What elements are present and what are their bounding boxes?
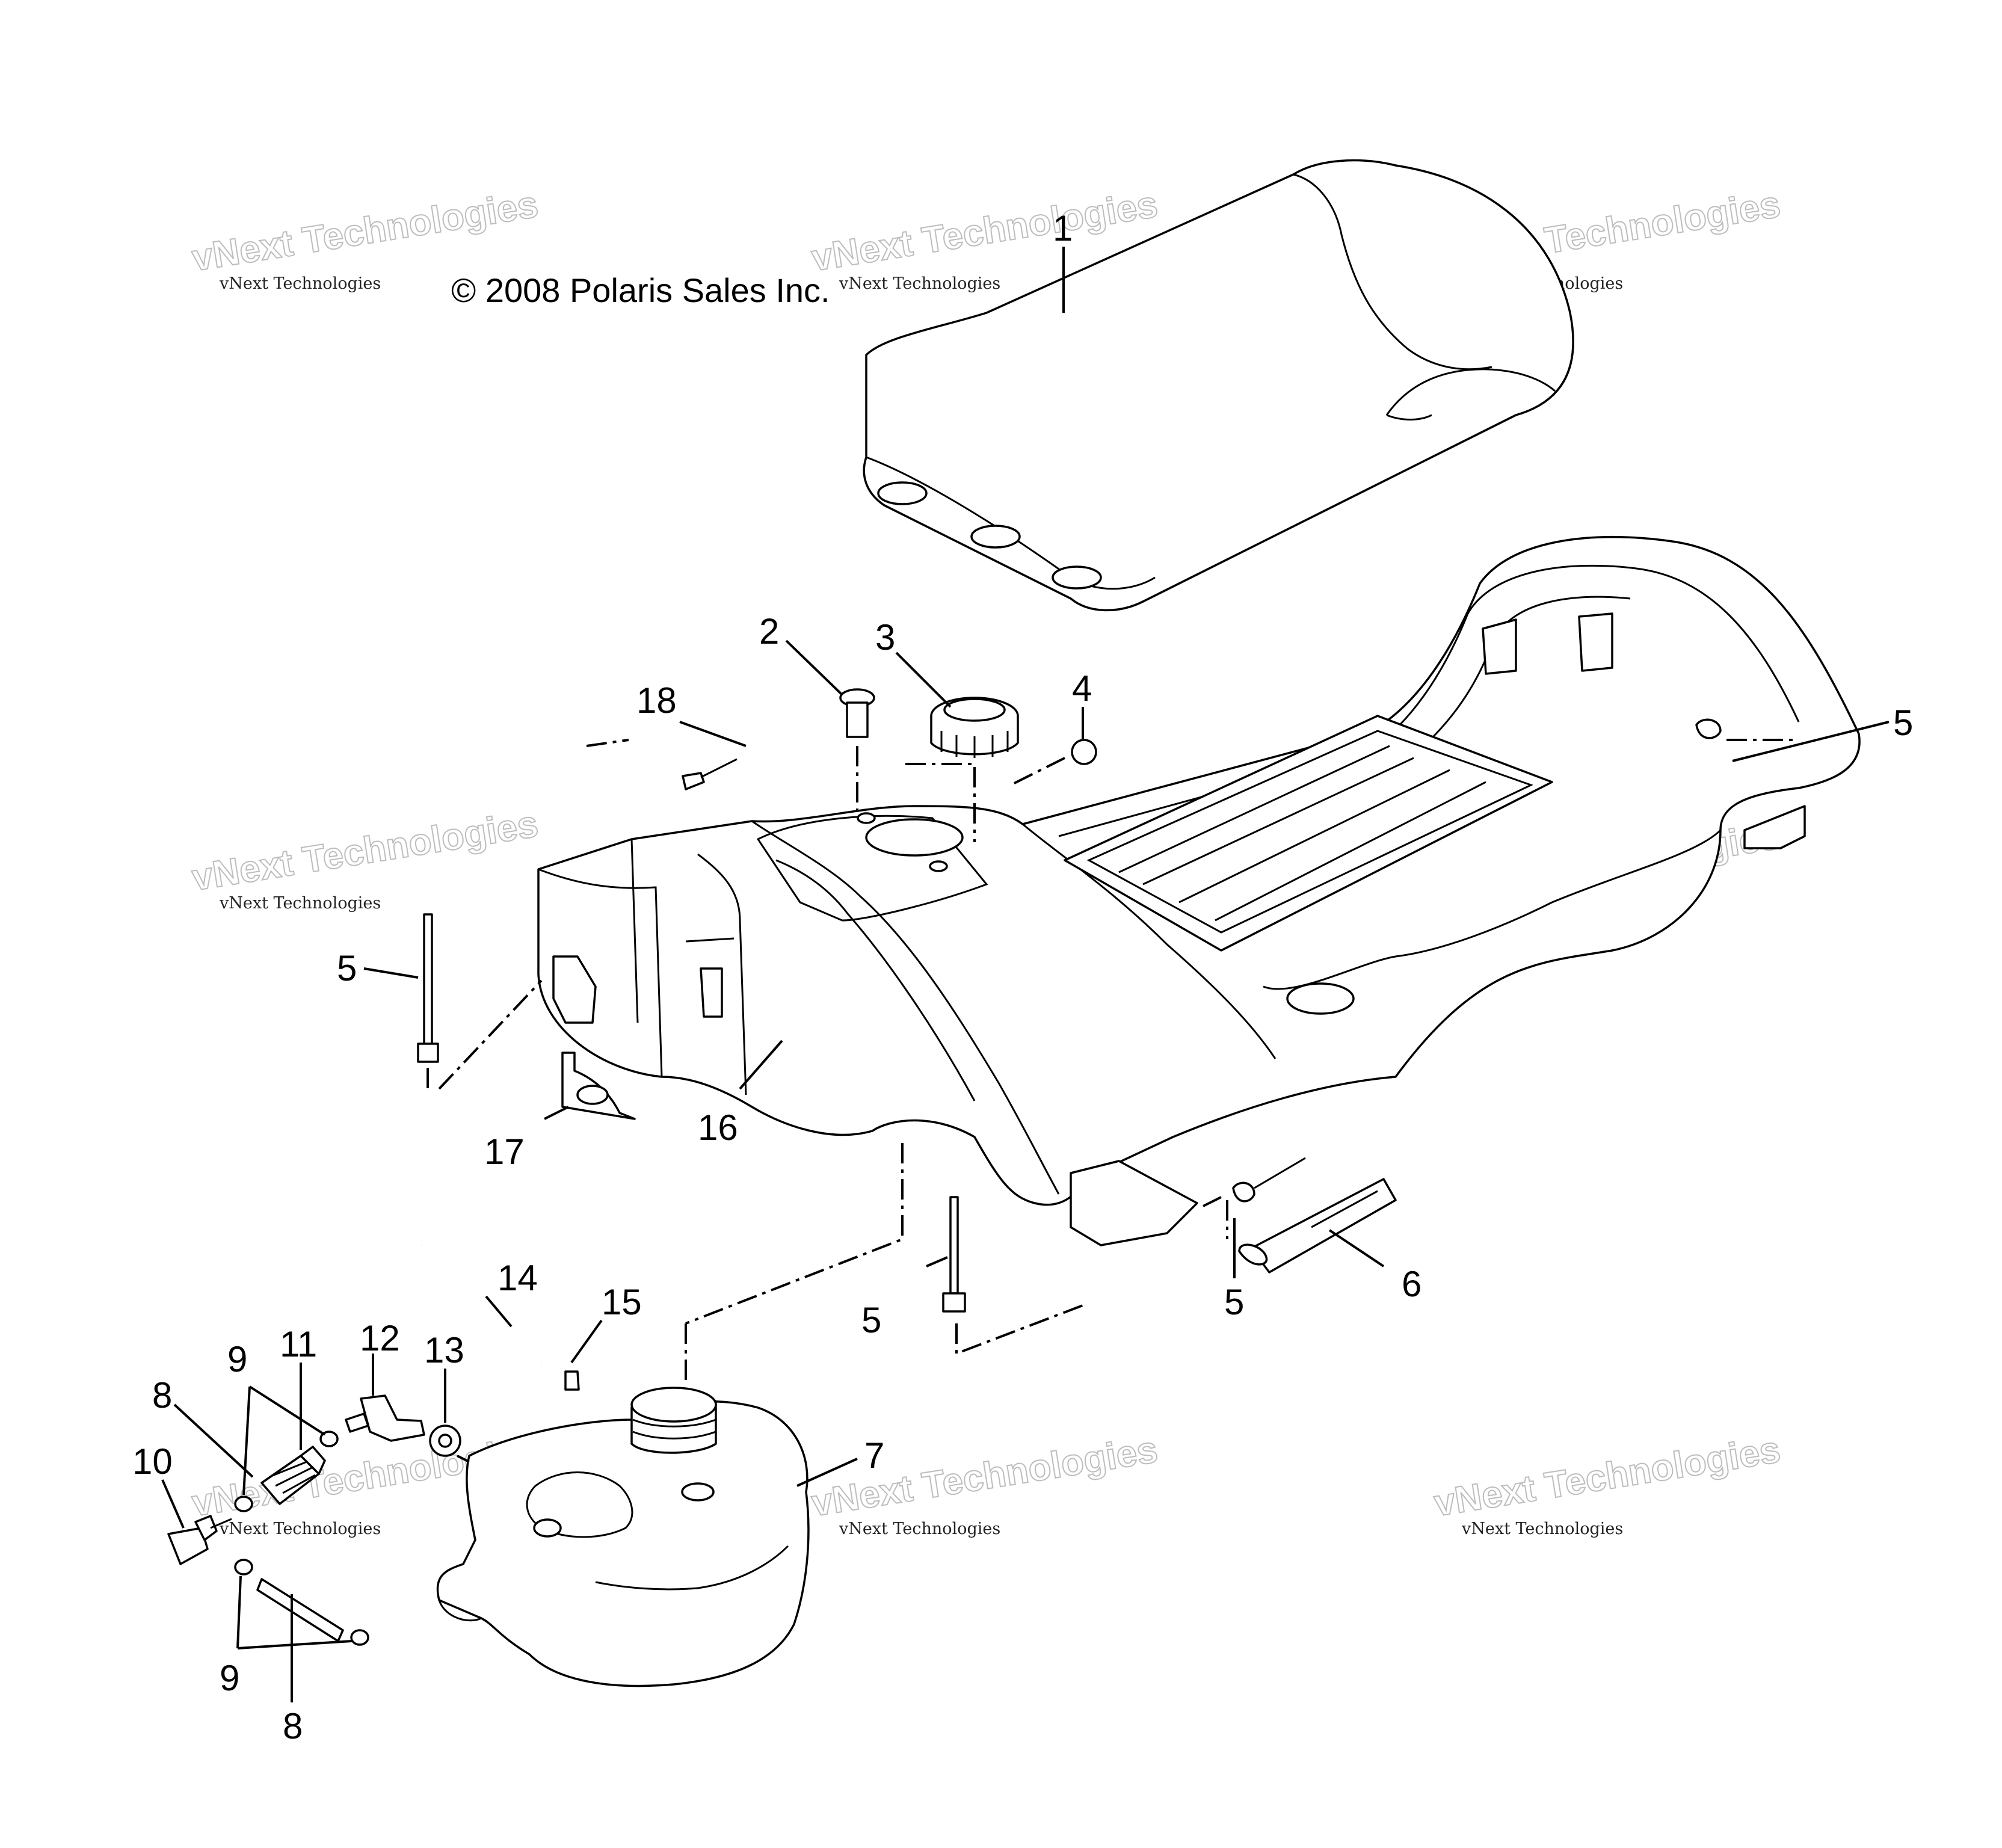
callout-4: 4 [1072,668,1092,709]
fuel-tank [436,1387,810,1687]
callout-16: 16 [698,1107,738,1148]
callout-9-top: 9 [227,1339,247,1379]
callout-5-lower: 5 [1224,1282,1244,1322]
callout-labels: 1 2 3 4 5 5 5 5 6 7 8 8 9 9 10 11 12 13 … [132,208,1913,1746]
callout-11: 11 [280,1324,317,1364]
callout-6: 6 [1402,1264,1421,1304]
fuel-cap [930,697,1019,758]
strap [1238,1178,1397,1274]
callout-13: 13 [424,1330,464,1370]
callout-8-bottom: 8 [283,1706,303,1746]
callout-14: 14 [497,1258,538,1298]
hose-clamp [234,1495,253,1512]
callout-7: 7 [864,1435,884,1476]
screw [839,688,875,738]
seat [863,159,1574,612]
rivet [682,758,738,790]
callout-2: 2 [759,611,779,651]
callout-1: 1 [1053,208,1073,248]
assembly-lines [427,739,1799,1463]
push-rivet [942,1196,966,1313]
callout-5-front: 5 [337,948,357,988]
callout-10: 10 [132,1441,173,1482]
callout-15: 15 [602,1282,642,1322]
leader-lines [161,247,1890,1702]
clamp [564,1370,580,1391]
hose-clamp [319,1431,339,1447]
fuel-filter [260,1446,326,1505]
grommet [429,1424,461,1457]
push-rivet [417,913,439,1063]
callout-3: 3 [875,617,895,658]
nut [1071,739,1097,765]
callout-12: 12 [360,1318,400,1358]
rear-cab [537,535,1861,1246]
hose-clamp [234,1559,253,1575]
hose-clamp [350,1629,369,1646]
callout-9-bottom: 9 [220,1658,239,1698]
elbow-fitting [345,1394,425,1442]
callout-17: 17 [484,1132,525,1172]
fuel-line [256,1578,344,1642]
callout-5-mid: 5 [861,1300,881,1340]
bracket [561,1052,636,1120]
push-rivet [1695,718,1722,739]
fuel-valve [167,1515,232,1565]
callout-5-rear: 5 [1893,703,1913,743]
callout-8-top: 8 [152,1375,172,1415]
copyright-notice: © 2008 Polaris Sales Inc. [451,271,830,309]
callout-18: 18 [636,680,677,721]
push-rivet [1232,1157,1306,1203]
